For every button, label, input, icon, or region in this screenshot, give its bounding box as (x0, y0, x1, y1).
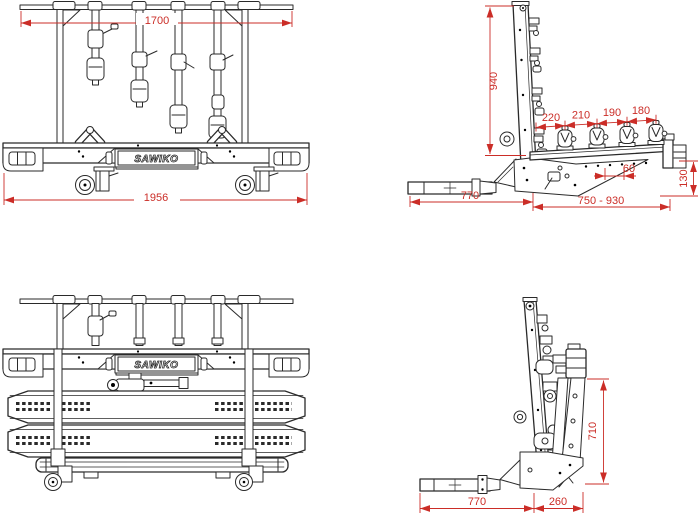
dim-text-130: 130 (678, 169, 690, 187)
view-side-unfolded: 940 220 210 190 180 60 (407, 1, 698, 211)
dim-text-260: 260 (549, 496, 567, 508)
brand-plate-folded: SAWIKO (114, 354, 199, 374)
wheel-rail-beam (513, 143, 667, 197)
dim-clamp-spacing: 220 210 190 180 (535, 105, 657, 132)
stowed-straps (87, 303, 224, 346)
bumper-folded: SAWIKO (2, 348, 310, 378)
view-front-unfolded: SAWIKO (2, 1, 310, 205)
dim-text-60: 60 (623, 163, 635, 175)
taillight-board-folded (552, 343, 587, 379)
dim-text-770-folded: 770 (468, 496, 486, 508)
brand-logo: SAWIKO (134, 154, 178, 165)
brand-plate: SAWIKO (114, 148, 199, 168)
dim-text-710: 710 (587, 422, 599, 440)
dim-folded-footprint: 770 260 (419, 492, 584, 513)
brand-logo-folded: SAWIKO (134, 360, 178, 371)
strap-4 (208, 9, 234, 139)
view-front-folded: SAWIKO (2, 295, 310, 491)
strap-1 (86, 9, 119, 86)
dim-text-940: 940 (488, 72, 500, 90)
dim-overall-width: 1956 (3, 173, 308, 205)
dim-text-1700: 1700 (145, 15, 169, 27)
dim-rail-length-range: 750 - 930 (533, 195, 671, 211)
frame-holder-straps (86, 9, 234, 139)
dim-text-180: 180 (632, 105, 650, 117)
dim-text-190: 190 (603, 107, 621, 119)
hitch-coupling (107, 372, 189, 392)
mast-fittings (528, 17, 548, 158)
marker-light-right-folded (273, 357, 301, 372)
dim-folded-height: 710 (585, 378, 609, 485)
frame-support-arms (74, 126, 238, 147)
castor-leg-right (235, 348, 264, 491)
wheel-clamp-2 (588, 123, 609, 149)
dim-rail-span: 1700 (20, 11, 293, 27)
bumper: SAWIKO (2, 142, 310, 172)
jockey-wheel-left (75, 166, 119, 195)
crossbar-folded (19, 295, 294, 320)
wheel-clamp-1 (556, 125, 577, 151)
dim-hole-pitch: 60 (594, 163, 636, 180)
jockey-wheels (75, 166, 279, 195)
strap-2 (130, 9, 158, 108)
dim-text-770-side: 770 (461, 190, 479, 202)
drawbar (407, 158, 517, 197)
folded-wheel-channels (7, 390, 306, 479)
dim-rear-height: 130 (660, 160, 698, 197)
wheel-clamp-4 (647, 120, 668, 145)
drawbar-folded (419, 451, 584, 494)
wheel-clamp-3 (618, 122, 639, 147)
dim-text-220: 220 (542, 112, 560, 124)
marker-light-right (273, 151, 301, 166)
castor-leg-left (44, 348, 73, 491)
dim-text-1956: 1956 (144, 192, 168, 204)
dim-mast-height: 940 (485, 5, 526, 156)
strap-3 (169, 9, 195, 134)
marker-light-left-folded (8, 357, 36, 372)
marker-light-left (8, 151, 36, 166)
jockey-wheel-right (235, 166, 279, 195)
view-side-folded: 710 770 260 (419, 297, 609, 513)
castor-legs (44, 348, 264, 491)
taillight-bracket (662, 133, 687, 169)
dim-text-750-930: 750 - 930 (578, 195, 624, 207)
dim-text-210: 210 (572, 110, 590, 122)
